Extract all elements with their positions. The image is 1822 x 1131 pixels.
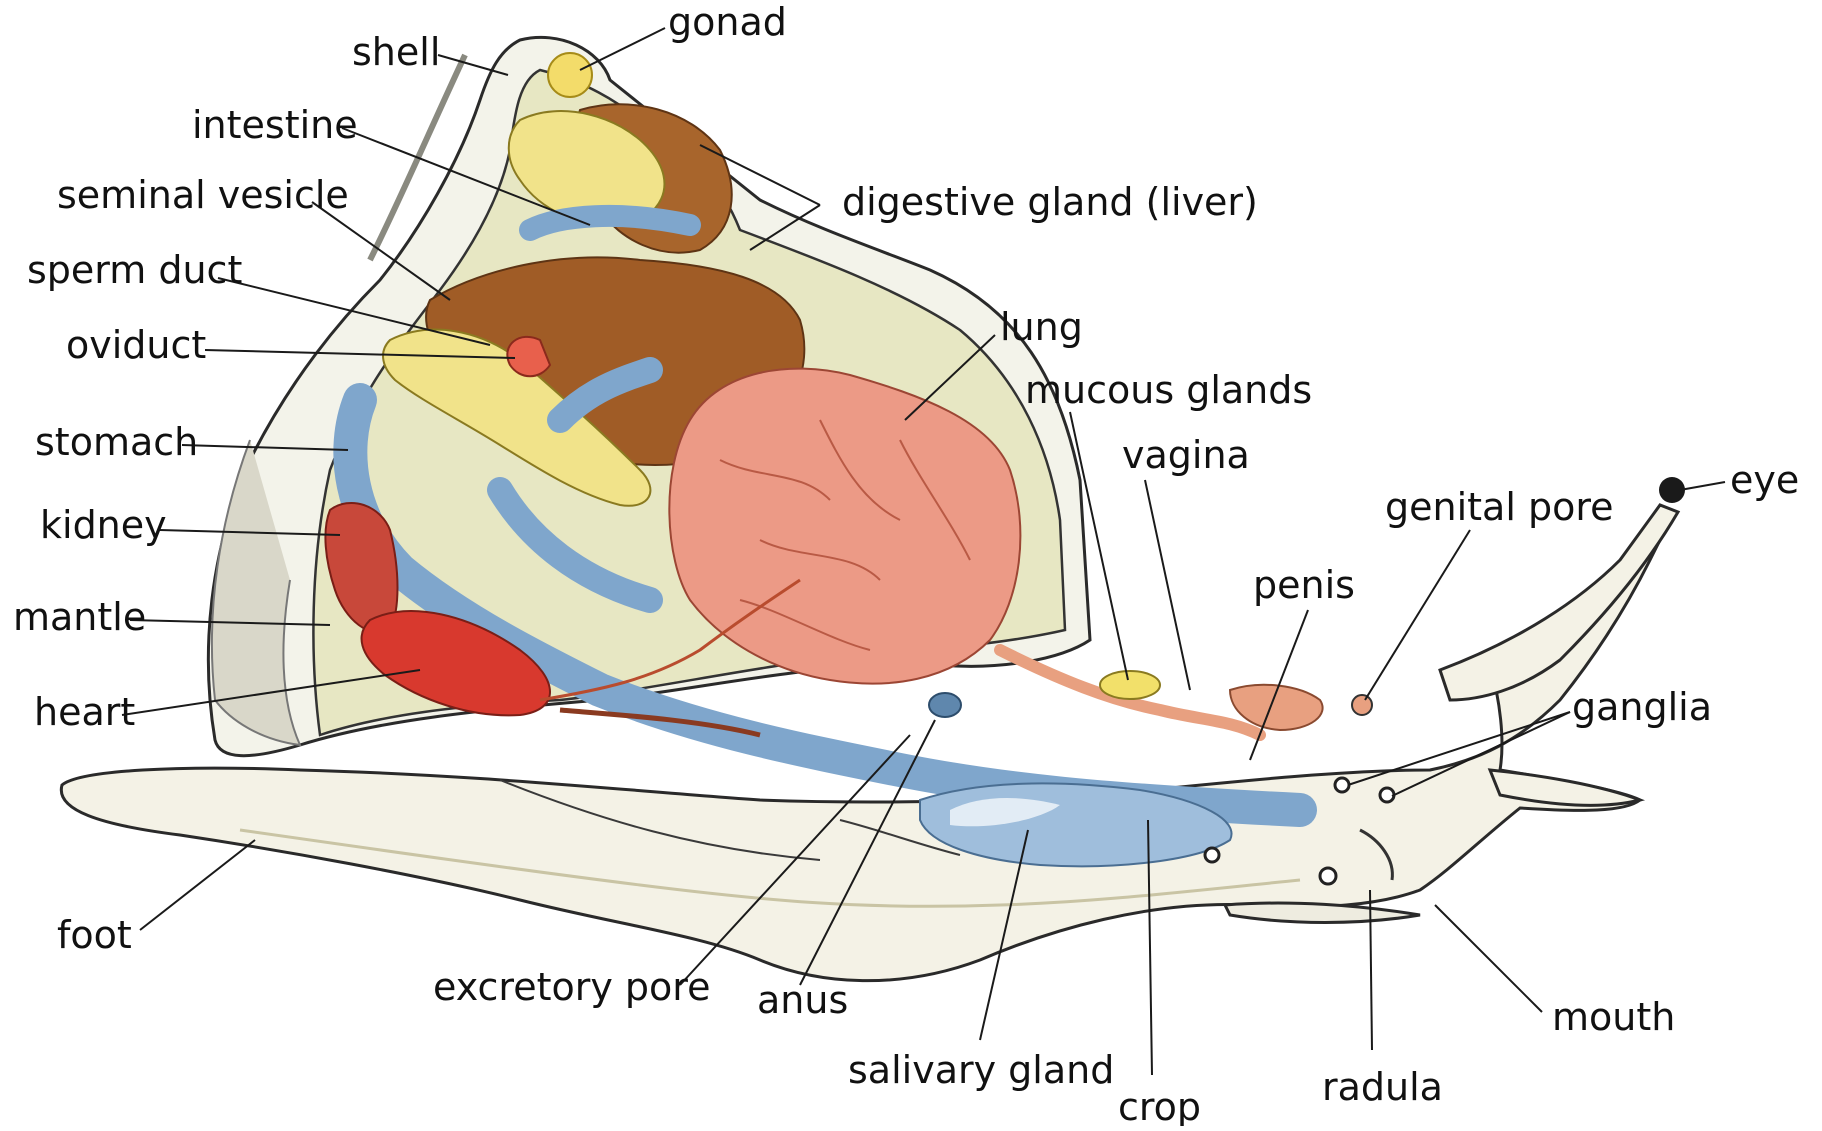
label-lung: lung <box>1000 305 1083 349</box>
excretory-pore-opening <box>929 693 961 717</box>
ganglia-node-1 <box>1335 778 1349 792</box>
label-salivary-gland: salivary gland <box>848 1048 1114 1092</box>
label-intestine: intestine <box>192 103 358 147</box>
label-digestive-gland: digestive gland (liver) <box>842 180 1258 224</box>
label-radula: radula <box>1322 1065 1443 1109</box>
mucous-glands-organ <box>1100 671 1160 699</box>
leader-foot <box>140 840 255 930</box>
label-mantle: mantle <box>13 595 146 639</box>
label-penis: penis <box>1253 563 1355 607</box>
label-gonad: gonad <box>668 0 787 44</box>
label-eye: eye <box>1730 458 1799 502</box>
label-heart: heart <box>34 690 135 734</box>
label-crop: crop <box>1118 1085 1201 1126</box>
gonad-organ <box>548 53 592 97</box>
label-ganglia: ganglia <box>1572 685 1712 729</box>
label-anus: anus <box>757 978 848 1022</box>
label-seminal-vesicle: seminal vesicle <box>57 173 349 217</box>
leader-mouth <box>1435 905 1542 1012</box>
ganglia-node-3 <box>1320 868 1336 884</box>
mouth-lip <box>1225 903 1420 922</box>
genital-pore-opening <box>1352 695 1372 715</box>
label-shell: shell <box>352 30 440 74</box>
leader-gonad <box>580 28 665 70</box>
label-genital-pore: genital pore <box>1385 485 1614 529</box>
label-sperm-duct: sperm duct <box>27 248 242 292</box>
label-stomach: stomach <box>35 420 198 464</box>
label-excretory-pore: excretory pore <box>433 965 710 1009</box>
leader-eye <box>1680 482 1725 490</box>
label-oviduct: oviduct <box>66 323 206 367</box>
leader-vagina <box>1145 480 1190 690</box>
label-mucous-glands: mucous glands <box>1025 368 1312 412</box>
label-vagina: vagina <box>1122 433 1250 477</box>
label-mouth: mouth <box>1552 995 1675 1039</box>
ganglia-node-4 <box>1205 848 1219 862</box>
label-kidney: kidney <box>40 503 167 547</box>
label-foot: foot <box>57 913 132 957</box>
